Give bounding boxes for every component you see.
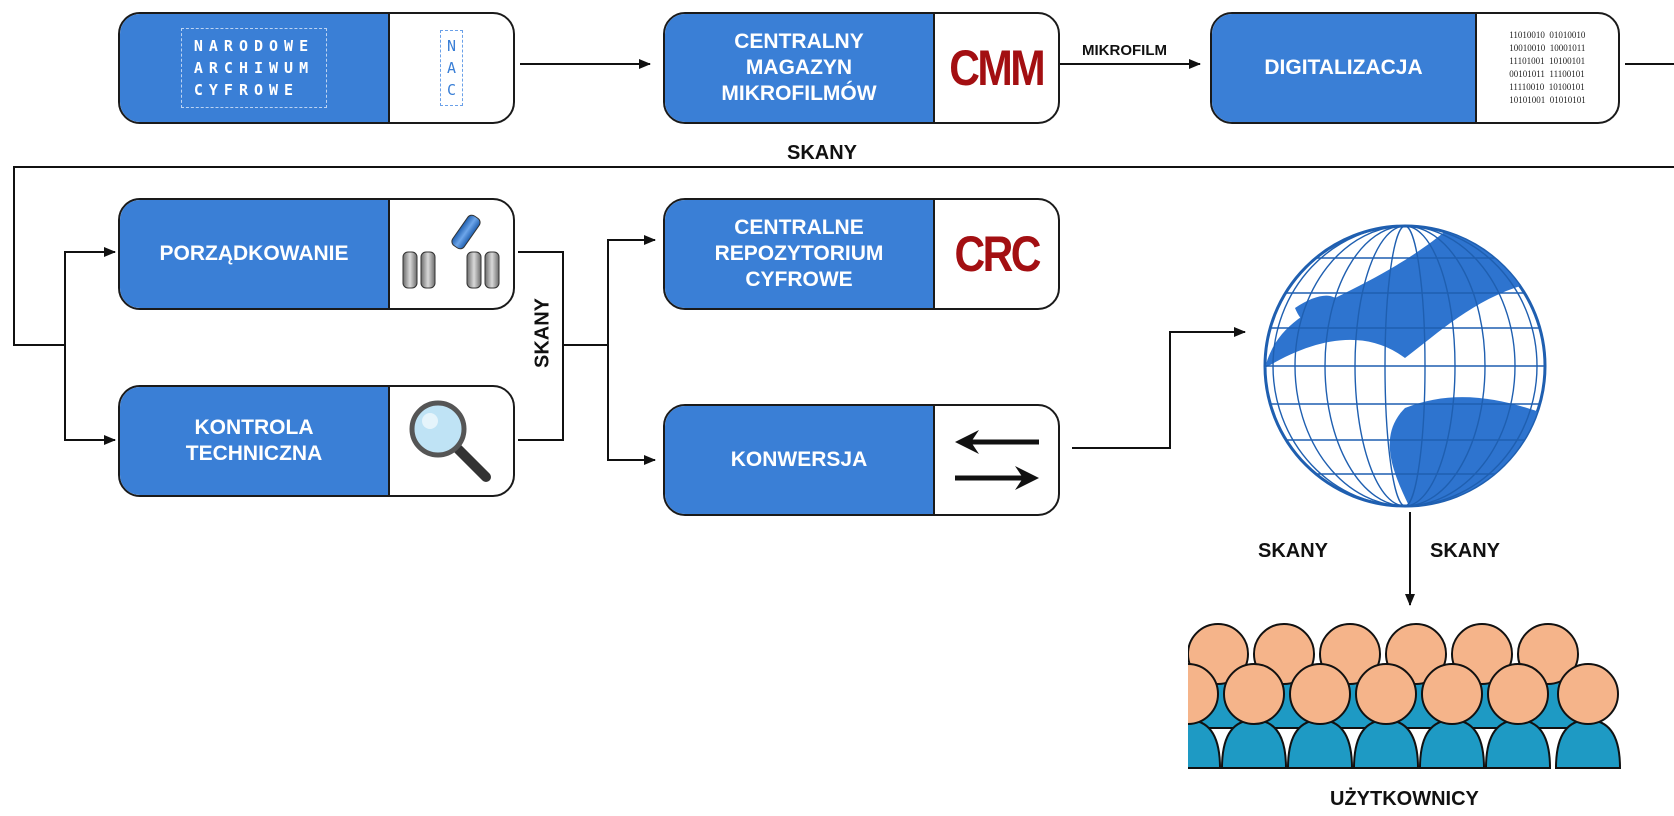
label-skany-vertical: SKANY (531, 297, 554, 369)
binary-code: 11010010 01010010 10010010 10001011 1110… (1509, 30, 1586, 105)
label-mikrofilm: MIKROFILM (1082, 42, 1167, 59)
globe-icon (1263, 224, 1547, 508)
digitalizacja-label: DIGITALIZACJA (1212, 14, 1477, 122)
user-figure (1554, 663, 1622, 769)
arrow-konwersja-to-globe (1072, 327, 1246, 449)
node-nac: NARODOWE ARCHIWUM CYFROWE N A C (118, 12, 515, 124)
node-cmm: CENTRALNY MAGAZYN MIKROFILMÓW CMM (663, 12, 1060, 124)
line-porzadkowanie-out (518, 251, 564, 345)
node-kontrola: KONTROLA TECHNICZNA (118, 385, 515, 497)
label-skany-top: SKANY (787, 142, 858, 164)
kontrola-label: KONTROLA TECHNICZNA (120, 387, 390, 495)
conversion-arrows-icon (954, 430, 1039, 490)
konwersja-label: KONWERSJA (665, 406, 935, 514)
arrow-to-kontrola (64, 345, 116, 445)
user-figure (1418, 663, 1486, 769)
label-skany-right: SKANY (1430, 540, 1501, 562)
arrow-to-porzadkowanie (64, 247, 116, 345)
line-skany-return (13, 166, 1674, 346)
user-figure (1220, 663, 1288, 769)
crc-label: CENTRALNE REPOZYTORIUM CYFROWE (665, 200, 935, 308)
node-konwersja: KONWERSJA (663, 404, 1060, 516)
node-porzadkowanie: PORZĄDKOWANIE (118, 198, 515, 310)
user-figure (1286, 663, 1354, 769)
nac-abbr-logo: N A C (439, 30, 464, 106)
nac-logo-text: NARODOWE ARCHIWUM CYFROWE (180, 28, 328, 108)
sorting-icon (402, 214, 499, 289)
node-crc: CENTRALNE REPOZYTORIUM CYFROWE CRC (663, 198, 1060, 310)
node-digitalizacja: DIGITALIZACJA 11010010 01010010 10010010… (1210, 12, 1620, 124)
arrow-to-konwersja (607, 345, 656, 465)
user-figure (1352, 663, 1420, 769)
user-figure (1484, 663, 1552, 769)
users-icon (1188, 623, 1622, 769)
user-figure (1188, 663, 1222, 769)
crc-badge: CRC (954, 226, 1041, 282)
label-skany-left: SKANY (1258, 540, 1329, 562)
cmm-badge: CMM (949, 40, 1046, 96)
arrow-to-crc (607, 235, 656, 345)
magnifier-icon (409, 400, 491, 482)
cmm-label: CENTRALNY MAGAZYN MIKROFILMÓW (665, 14, 935, 122)
label-uzytkownicy: UŻYTKOWNICY (1330, 788, 1479, 810)
line-kontrola-out (518, 345, 564, 441)
porzadkowanie-label: PORZĄDKOWANIE (120, 200, 390, 308)
